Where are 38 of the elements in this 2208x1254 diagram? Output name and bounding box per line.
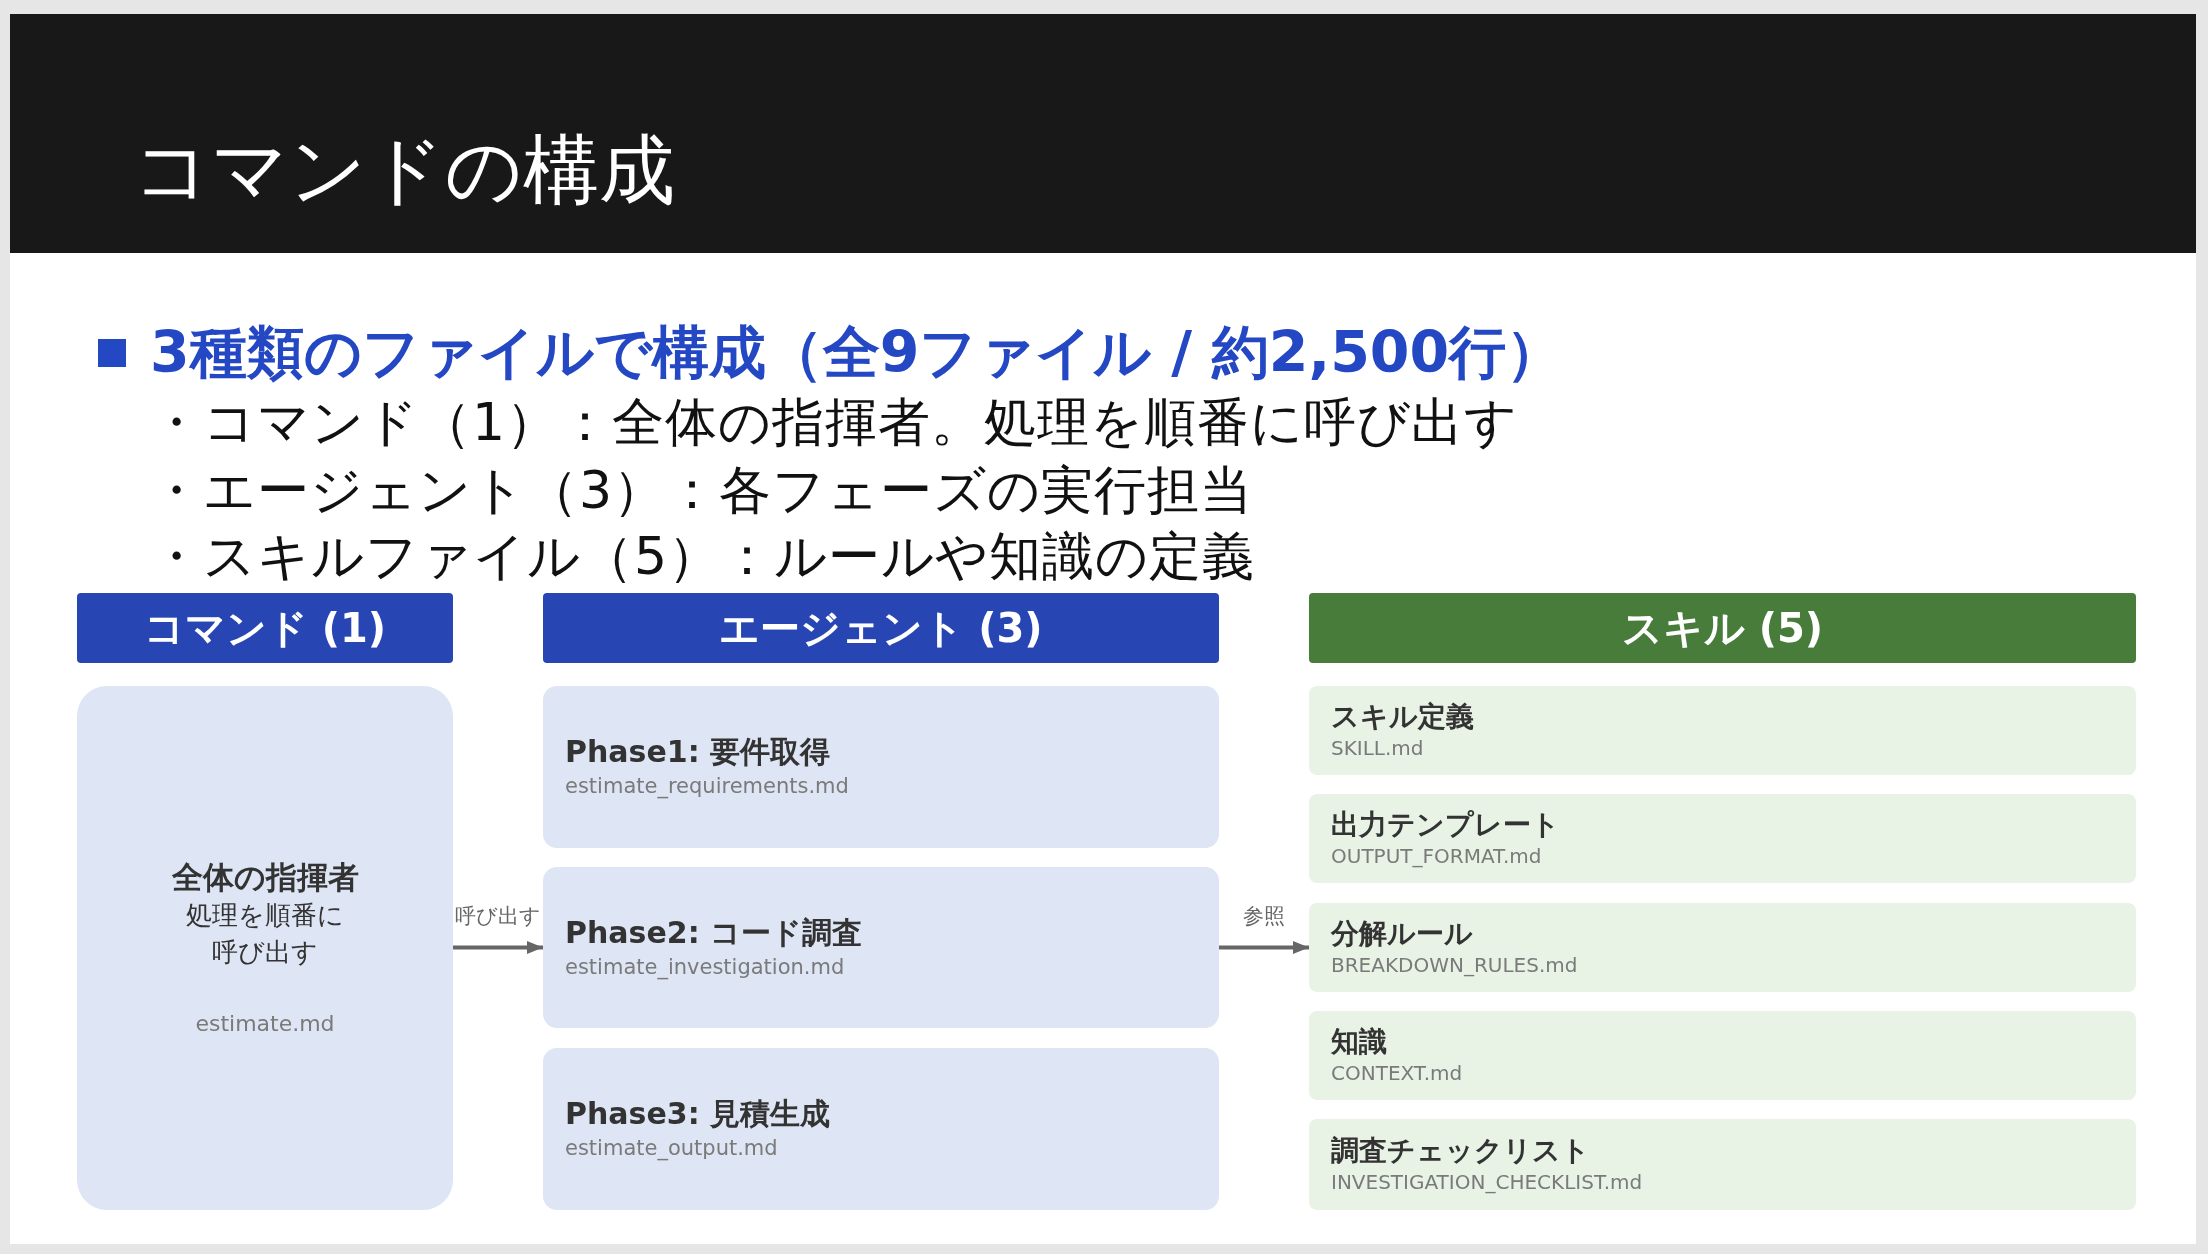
info-card [1309,903,2136,992]
card-title: Phase2: コード調査 [565,913,863,952]
card-title: 知識 [1331,1024,1387,1059]
info-card [1309,686,2136,775]
file-name: CONTEXT.md [1331,1059,1463,1087]
file-name: OUTPUT_FORMAT.md [1331,842,1542,870]
card-text: 処理を順番に呼び出す [185,899,345,969]
bullet-text: ・スキルファイル（5）：ルールや知識の定義 [150,525,1256,588]
bullet-text: ・コマンド（1）：全体の指揮者。処理を順番に呼び出す [150,391,1519,454]
bullet-text: ・エージェント（3）：各フェーズの実行担当 [150,459,1254,522]
card-title: 出力テンプレート [1331,807,1560,842]
arrow [453,941,543,954]
arrow [1219,941,1309,954]
file-name: INVESTIGATION_CHECKLIST.md [1331,1168,1643,1196]
info-card [1309,1119,2136,1210]
info-card [543,686,1219,848]
info-card [77,686,453,1210]
card-title: 全体の指揮者 [171,858,359,897]
card-title: 分解ルール [1331,916,1473,951]
column-header: コマンド (1) [77,593,453,663]
file-name: SKILL.md [1331,734,1424,762]
column-header: スキル (5) [1309,593,2136,663]
card-title: 調査チェックリスト [1331,1133,1590,1168]
card-title: Phase1: 要件取得 [565,733,831,771]
file-name: BREAKDOWN_RULES.md [1331,951,1578,979]
info-card [543,1048,1219,1210]
column-header: エージェント (3) [543,593,1219,663]
card-title: Phase3: 見積生成 [565,1095,831,1133]
file-name: estimate_investigation.md [565,953,845,982]
slide-title: コマンドの構成 [133,124,675,216]
file-name: estimate.md [195,1010,335,1038]
info-card [1309,794,2136,883]
file-name: estimate_output.md [565,1135,778,1163]
info-card [1309,1011,2136,1100]
file-name: estimate_requirements.md [565,773,849,801]
info-card [543,867,1219,1028]
card-title: スキル定義 [1331,699,1474,734]
section-heading: 3種類のファイルで構成（全9ファイル / 約2,500行） [150,318,1564,386]
